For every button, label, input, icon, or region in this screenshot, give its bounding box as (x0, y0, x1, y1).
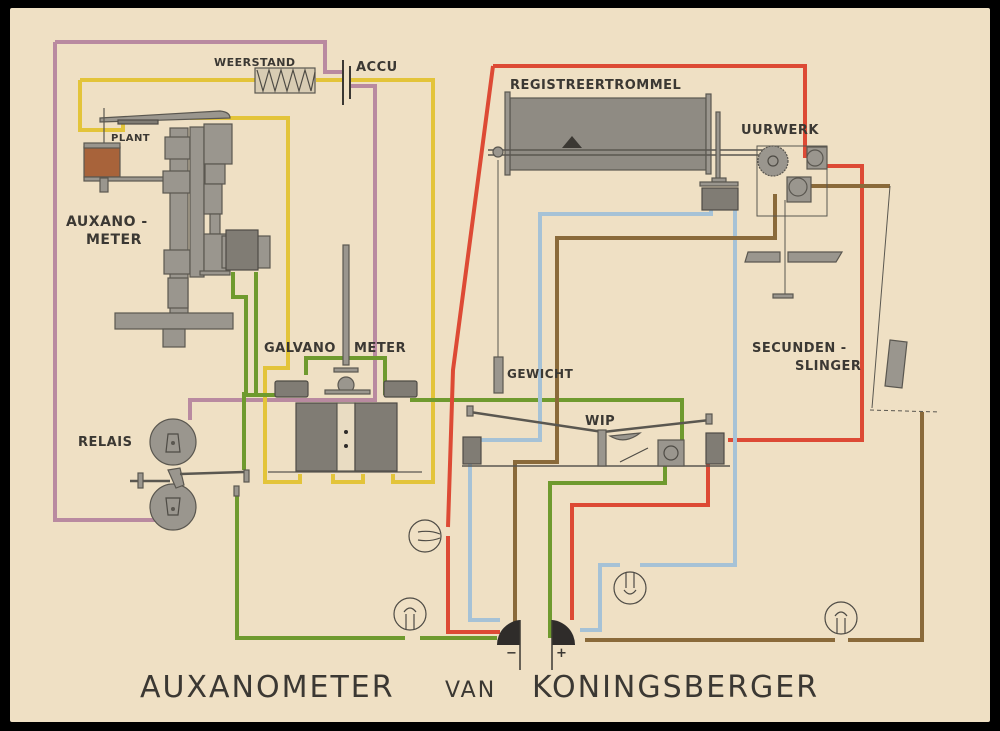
label-accu: ACCU (356, 60, 398, 75)
labels: WEERSTAND ACCU PLANT AUXANO - METER GALV… (66, 56, 861, 450)
label-uurwerk: UURWERK (741, 123, 819, 138)
power-terminals: − + (496, 620, 576, 670)
recording-drum-registreertrommel (488, 91, 780, 211)
lamp-icon (408, 519, 442, 553)
wires (53, 40, 924, 642)
wire-violet (53, 40, 377, 522)
rocker-switch-wip (462, 405, 730, 467)
relay-relais (130, 418, 250, 531)
label-galvano: GALVANO (264, 341, 336, 356)
circuit-diagram: − + WEERSTAND ACCU PLANT AUXANO - METER … (53, 40, 941, 705)
label-gewicht: GEWICHT (507, 367, 574, 381)
lamp-icon (824, 601, 858, 635)
label-registreertrommel: REGISTREERTROMMEL (510, 78, 681, 93)
wire-brown (513, 184, 924, 642)
label-plant: PLANT (111, 133, 150, 144)
terminal-minus-label: − (506, 646, 517, 661)
title-auxanometer: AUXANOMETER (140, 670, 395, 705)
wire-yellow (78, 78, 435, 484)
lamps (393, 519, 858, 635)
lamp-icon (393, 597, 427, 631)
terminal-negative (496, 620, 520, 645)
pendulum-secundenslinger (869, 185, 941, 413)
label-meter: METER (354, 341, 406, 356)
label-wip: WIP (585, 414, 615, 429)
label-relais: RELAIS (78, 435, 132, 450)
galvanometer (268, 244, 422, 473)
poster-title: AUXANOMETER VAN KONINGSBERGER (140, 670, 819, 705)
auxanometer-apparatus (83, 108, 271, 348)
label-auxanometer-2: METER (86, 232, 142, 248)
weight-gewicht (493, 160, 504, 394)
battery-accu-icon (342, 60, 351, 105)
title-koningsberger: KONINGSBERGER (532, 670, 819, 705)
clockwork-uurwerk (744, 145, 844, 299)
title-van: VAN (445, 678, 496, 703)
resistor-weerstand (254, 67, 316, 94)
terminal-plus-label: + (556, 646, 567, 661)
plant-pot (83, 146, 121, 178)
diagram-poster: − + WEERSTAND ACCU PLANT AUXANO - METER … (10, 8, 990, 722)
label-secunden: SECUNDEN - (752, 341, 847, 356)
wire-red (446, 64, 864, 634)
label-slinger: SLINGER (795, 359, 861, 374)
label-weerstand: WEERSTAND (214, 56, 296, 69)
terminal-positive (552, 620, 576, 645)
lamp-icon (613, 571, 647, 605)
label-auxanometer-1: AUXANO - (66, 214, 148, 230)
wire-blue (468, 210, 737, 632)
